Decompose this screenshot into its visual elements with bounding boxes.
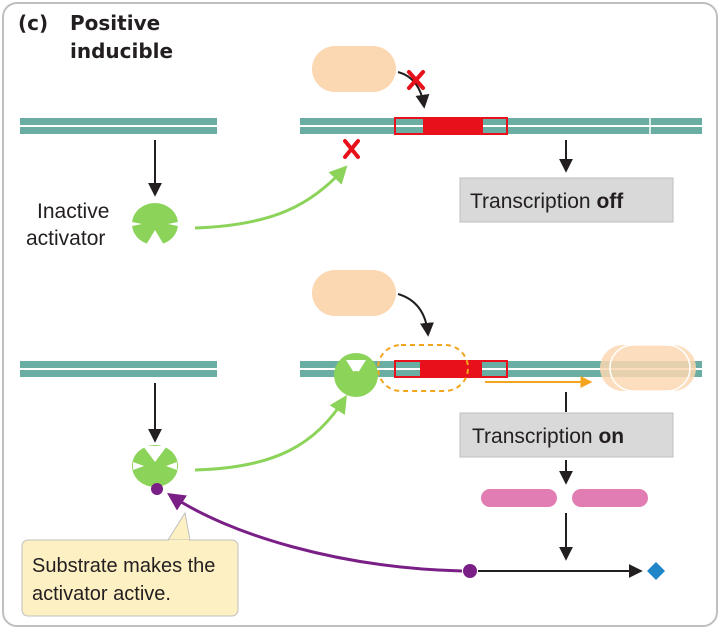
polymerase-moving xyxy=(600,344,696,392)
substrate-callout: Substrate makes the activator active. xyxy=(21,511,239,617)
regulatory-gene-dna xyxy=(20,118,217,134)
transcription-on-label: Transcription on xyxy=(472,425,624,448)
substrate-activation-arrow xyxy=(167,493,463,573)
activator-binding-attempt-arrow xyxy=(194,165,348,230)
rna-polymerase-2 xyxy=(312,270,396,316)
substrate-icon xyxy=(151,483,163,495)
callout-line-1: Substrate makes the xyxy=(32,555,215,577)
activator-binding-arrow xyxy=(194,394,347,472)
mrna-fragment-right xyxy=(572,489,648,507)
bottom-scenario: Transcription on Substrate makes the act… xyxy=(20,270,702,617)
regulatory-gene-dna-2 xyxy=(20,361,217,377)
operon-dna xyxy=(300,118,702,134)
top-scenario: Inactive activator Transcription off xyxy=(20,46,702,250)
polymerase-bound-outline xyxy=(377,344,469,392)
inactive-activator-icon xyxy=(132,203,178,245)
title-line-1: Positive xyxy=(70,11,160,35)
title-line-2: inducible xyxy=(70,39,173,63)
bound-activator-icon xyxy=(334,353,378,397)
polymerase-binding-arrow-2 xyxy=(397,293,434,337)
mrna-fragment-left xyxy=(481,489,557,507)
active-activator-icon xyxy=(132,445,178,487)
substrate-dot-icon xyxy=(463,564,477,578)
activator-label-line-2: activator xyxy=(26,227,105,250)
transcription-off-box xyxy=(459,177,674,223)
product-diamond-icon xyxy=(647,562,665,580)
blocked-binding-x-icon xyxy=(407,70,425,90)
callout-line-2: activator active. xyxy=(32,583,171,605)
transcription-on-box xyxy=(459,412,674,458)
panel-letter: (c) xyxy=(18,11,48,35)
activator-label-line-1: Inactive xyxy=(37,200,109,223)
rna-polymerase xyxy=(312,46,396,92)
no-binding-x-icon xyxy=(343,139,360,159)
transcription-off-label: Transcription off xyxy=(470,190,624,213)
gene-region xyxy=(394,117,508,135)
